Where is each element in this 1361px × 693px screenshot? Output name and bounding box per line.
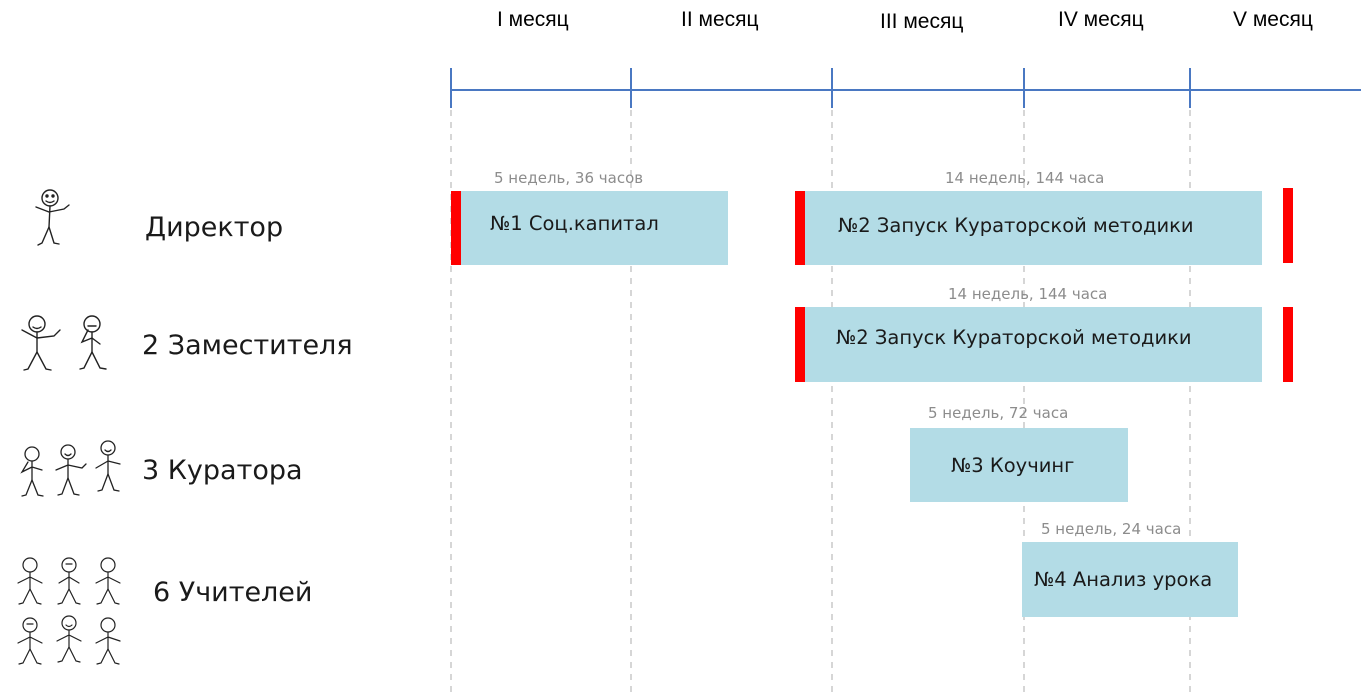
task-4-label: №4 Анализ урока [1034,568,1213,591]
task-1-duration: 5 недель, 36 часов [494,169,644,187]
month-label-1: I месяц [497,8,569,31]
task-bar-1 [451,191,728,265]
task-3-duration: 5 недель, 72 часа [928,404,1069,422]
task-2b-label: №2 Запуск Кураторской методики [836,326,1192,349]
task-2-label: №2 Запуск Кураторской методики [838,214,1194,237]
task-2b-duration: 14 недель, 144 часа [948,285,1108,303]
role-label-director: Директор [145,212,284,243]
stick-figures-deputies-icon [21,315,107,371]
task-3-label: №3 Коучинг [951,454,1075,477]
month-label-4: IV месяц [1058,8,1144,31]
month-label-2: II месяц [681,8,759,31]
start-marker [451,191,461,265]
task-1-label: №1 Соц.капитал [490,212,659,235]
task-bar-4 [1022,542,1238,617]
start-marker [795,191,805,265]
stick-figure-director-icon [35,189,70,246]
start-marker [795,307,805,382]
task-bar-2b [795,307,1262,382]
month-label-5: V месяц [1233,8,1313,31]
role-label-deputies: 2 Заместителя [142,330,353,361]
stick-figures-teachers-icon [17,557,121,665]
task-4-duration: 5 недель, 24 часа [1041,520,1182,538]
task-2-duration: 14 недель, 144 часа [945,169,1105,187]
month-label-3: III месяц [880,10,964,33]
stick-figures-curators-icon [20,440,121,497]
end-marker [1283,188,1293,263]
role-label-teachers: 6 Учителей [153,577,313,608]
end-marker [1283,307,1293,382]
task-bar-2 [795,191,1262,265]
role-label-curators: 3 Куратора [142,455,303,486]
task-bar-3 [910,428,1128,502]
